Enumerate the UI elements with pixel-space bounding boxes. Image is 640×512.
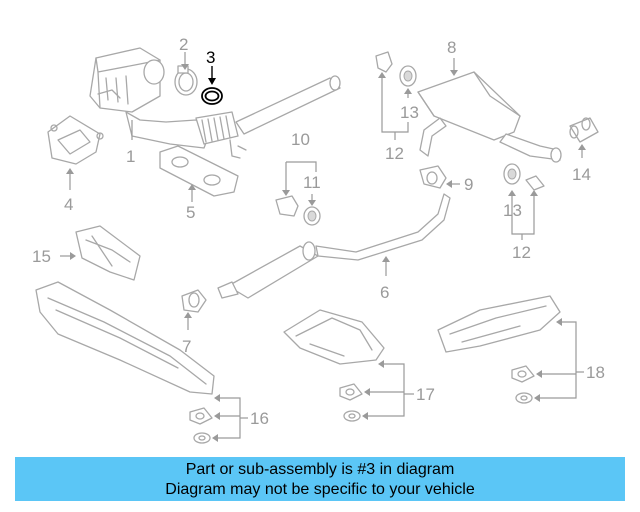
hanger-bracket-part <box>275 195 299 217</box>
rear-heat-shield-part <box>437 295 561 353</box>
callout-12-right: 12 <box>512 243 531 262</box>
rear-hanger-right-part <box>525 175 545 191</box>
callout-1: 1 <box>126 147 135 166</box>
band-clamp-part <box>181 289 207 313</box>
callout-18: 18 <box>586 363 605 382</box>
callout-13-right: 13 <box>503 201 522 220</box>
mounting-bracket-part <box>47 115 104 165</box>
rubber-mount-part <box>303 206 321 226</box>
callout-2: 2 <box>179 35 188 54</box>
washer-part <box>515 392 533 404</box>
rubber-isolator-right-part <box>503 163 521 185</box>
clamp-part <box>174 65 198 96</box>
washer-part <box>343 410 361 422</box>
callout-13-left: 13 <box>400 103 419 122</box>
long-heat-shield-part <box>35 281 215 395</box>
tailpipe-tips-part <box>569 117 599 143</box>
small-heat-shield-part <box>75 225 141 281</box>
nut-plate-part <box>339 383 363 401</box>
banner-line-2: Diagram may not be specific to your vehi… <box>165 481 475 498</box>
leader-line <box>538 321 577 399</box>
callout-10: 10 <box>291 130 310 149</box>
callout-15: 15 <box>32 247 51 266</box>
banner-line-1: Part or sub-assembly is #3 in diagram <box>185 461 455 478</box>
callout-9: 9 <box>464 175 473 194</box>
callout-6: 6 <box>380 283 389 302</box>
callout-7: 7 <box>182 337 191 356</box>
callout-17: 17 <box>416 385 435 404</box>
rubber-isolator-left-part <box>399 65 417 87</box>
center-heat-shield-part <box>283 309 385 365</box>
intermediate-pipe-resonator-part <box>217 193 451 299</box>
nut-plate-part <box>189 407 213 425</box>
leader-line <box>366 363 405 417</box>
nut-plate-part <box>511 365 535 383</box>
rear-muffler-part <box>417 71 562 163</box>
callout-14: 14 <box>572 165 591 184</box>
leader-line <box>511 196 535 235</box>
heat-shield-plate-part <box>159 145 239 197</box>
info-banner: Part or sub-assembly is #3 in diagram Di… <box>15 457 625 501</box>
gasket-part-highlighted <box>201 87 223 105</box>
callout-16: 16 <box>250 409 269 428</box>
callout-3: 3 <box>206 48 215 67</box>
leader-line <box>285 161 317 190</box>
callout-5: 5 <box>186 203 195 222</box>
front-pipe-part <box>195 75 341 159</box>
pipe-clamp-part <box>419 165 447 189</box>
rear-hanger-left-part <box>375 51 393 73</box>
callout-4: 4 <box>64 195 73 214</box>
catalytic-converter-part <box>89 47 211 149</box>
callout-11: 11 <box>303 173 321 192</box>
washer-part <box>193 432 211 444</box>
callout-12-left: 12 <box>385 144 404 163</box>
callout-8: 8 <box>447 38 456 57</box>
